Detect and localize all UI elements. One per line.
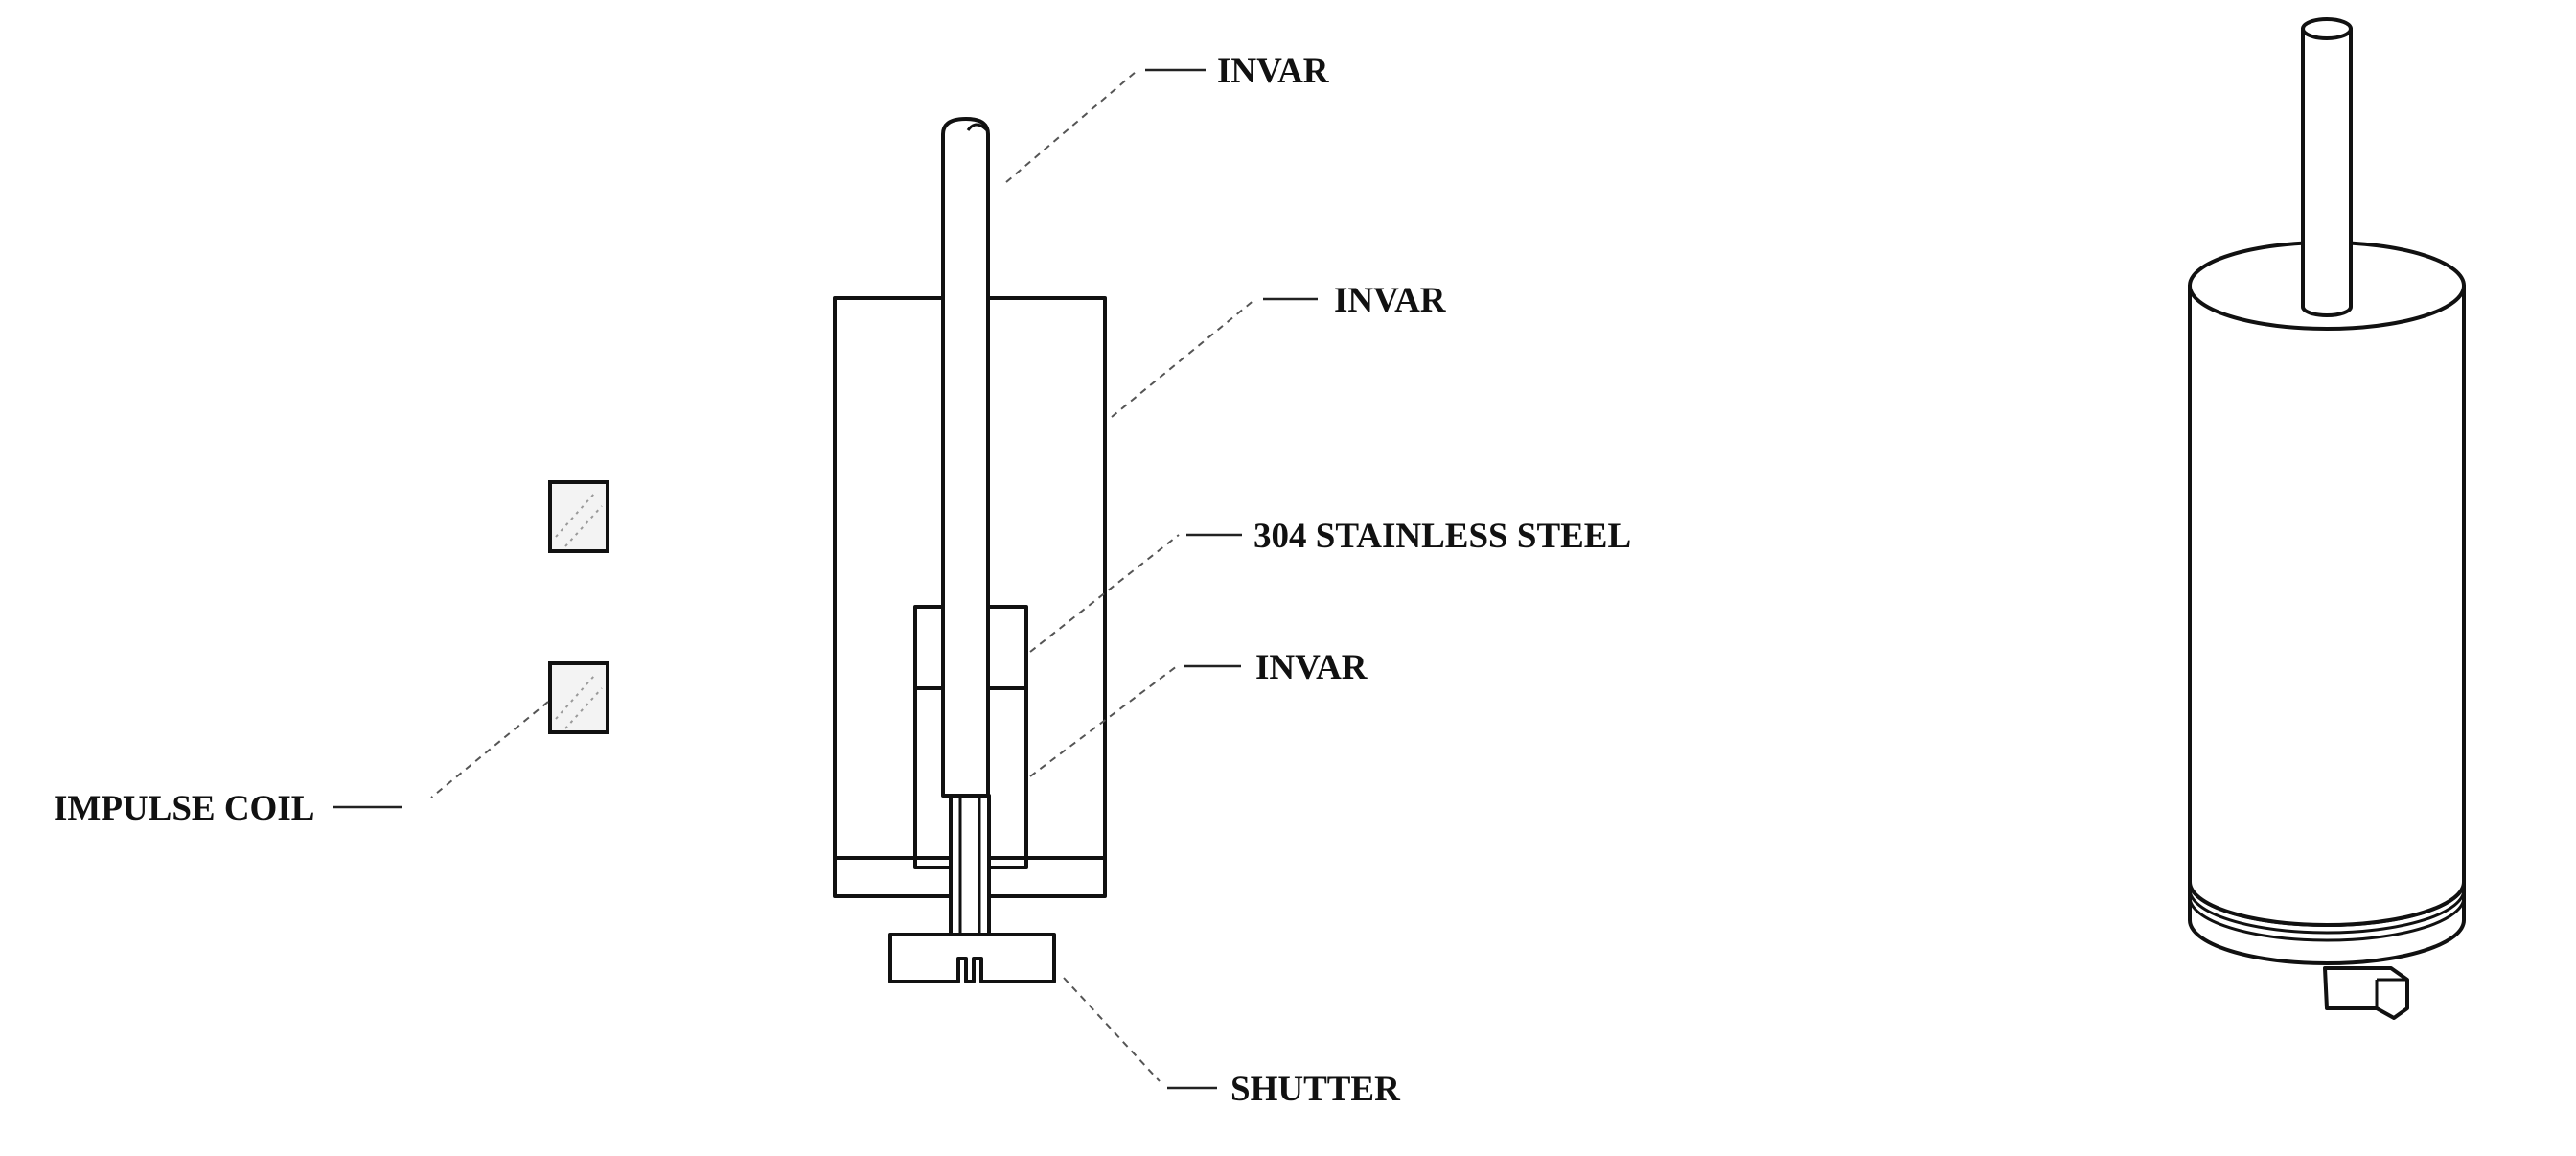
label-invar-lower: INVAR xyxy=(1255,648,1368,687)
iso-rod xyxy=(2301,27,2353,317)
impulse-coil-upper xyxy=(548,480,610,553)
shutter-shaft xyxy=(949,794,991,936)
leader-lines xyxy=(334,68,1318,1090)
label-stainless-steel: 304 STAINLESS STEEL xyxy=(1254,517,1631,556)
iso-shutter-tab xyxy=(2323,966,2409,1020)
invar-rod xyxy=(941,117,990,798)
isometric-assembly-view xyxy=(2188,17,2466,1020)
label-impulse-coil: IMPULSE COIL xyxy=(54,789,314,828)
label-invar-housing: INVAR xyxy=(1334,281,1447,320)
iso-cylinder-body xyxy=(2188,284,2466,927)
label-invar-top: INVAR xyxy=(1217,52,1330,91)
shutter-blade xyxy=(888,933,1056,983)
labels: INVAR INVAR 304 STAINLESS STEEL INVAR SH… xyxy=(54,52,1631,1109)
impulse-coil-lower xyxy=(548,661,610,734)
shutter-assembly-section xyxy=(833,117,1107,983)
impulse-coil-section xyxy=(548,480,610,734)
label-shutter: SHUTTER xyxy=(1230,1070,1401,1109)
